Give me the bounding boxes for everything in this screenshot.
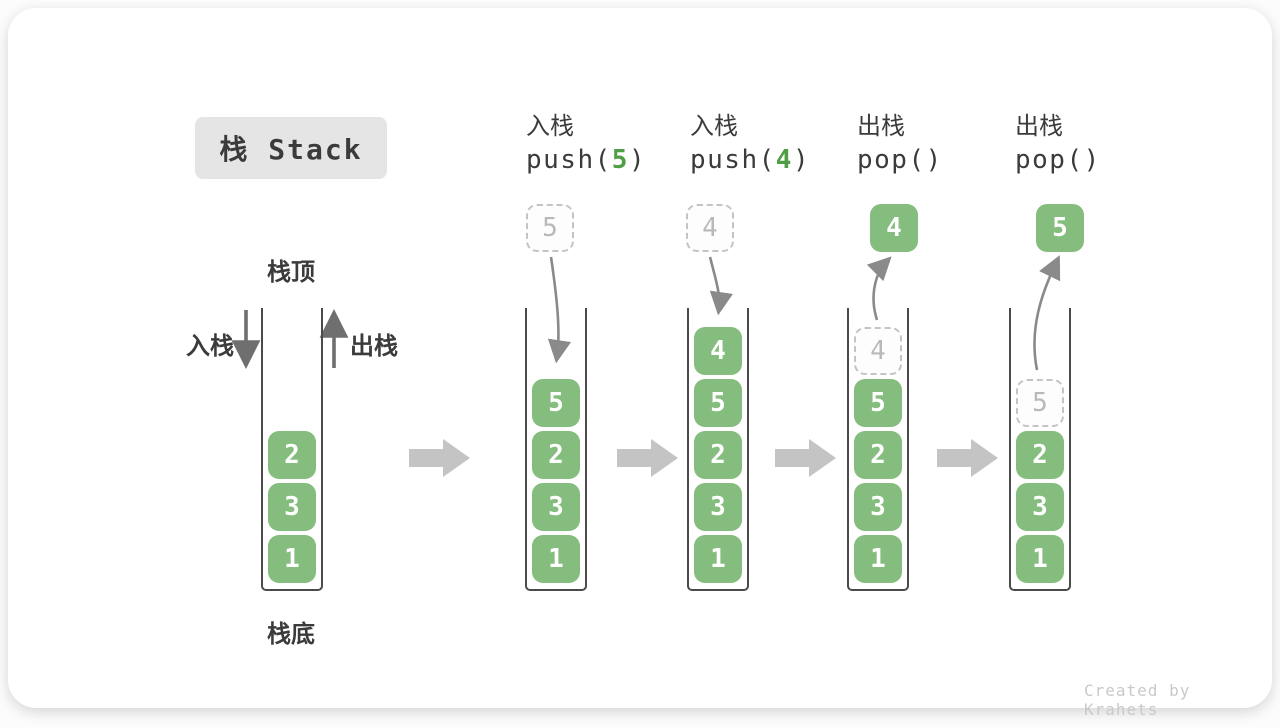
stack-element-box: 3 — [532, 483, 580, 531]
stack-element-box: 2 — [268, 431, 316, 479]
stack-element-box: 1 — [268, 535, 316, 583]
push-4-arrow — [708, 256, 733, 316]
stack-container — [687, 308, 749, 591]
operation-label: 出栈 — [857, 112, 905, 140]
title-badge: 栈 Stack — [195, 117, 387, 179]
stack-element-box: 2 — [854, 431, 902, 479]
code-pre: pop() — [1015, 145, 1101, 175]
stack-element-box: 1 — [694, 535, 742, 583]
stack-element-box: 2 — [694, 431, 742, 479]
code-post: ) — [628, 145, 647, 175]
stack-element-box: 1 — [1016, 535, 1064, 583]
stack-element-box: 5 — [532, 379, 580, 427]
stack-element-box: 2 — [1016, 431, 1064, 479]
stack-element-box: 5 — [694, 379, 742, 427]
flow-arrow — [775, 439, 836, 477]
flow-arrow-head — [443, 439, 470, 477]
stack-element-box: 3 — [268, 483, 316, 531]
operation-code: pop() — [1015, 144, 1101, 176]
flow-arrow — [937, 439, 998, 477]
code-pre: pop() — [857, 145, 943, 175]
popped-ghost-box: 5 — [1016, 379, 1064, 427]
flow-arrow-shaft — [775, 449, 809, 467]
step-header-push-5: 入栈 push(5) — [526, 111, 646, 176]
stack-element-box: 3 — [694, 483, 742, 531]
operation-code: push(4) — [690, 144, 810, 176]
floating-element-box: 5 — [1036, 204, 1084, 252]
step-header-push-4: 入栈 push(4) — [690, 111, 810, 176]
flow-arrow-shaft — [617, 449, 651, 467]
flow-arrow — [617, 439, 678, 477]
code-pre: push( — [526, 145, 612, 175]
stack-element-box: 5 — [854, 379, 902, 427]
stack-container — [261, 308, 323, 591]
code-post: ) — [792, 145, 811, 175]
code-arg: 4 — [775, 145, 793, 175]
flow-arrow-head — [971, 439, 998, 477]
flow-arrow — [409, 439, 470, 477]
stack-element-box: 3 — [854, 483, 902, 531]
stack-element-box: 4 — [694, 327, 742, 375]
operation-code: push(5) — [526, 144, 646, 176]
step-header-pop-5: 出栈 pop() — [1015, 111, 1101, 176]
watermark-credit: Created by Krahets — [1084, 681, 1191, 719]
flow-arrow-shaft — [409, 449, 443, 467]
popped-ghost-box: 4 — [854, 327, 902, 375]
operation-label: 出栈 — [1015, 112, 1063, 140]
flow-arrow-shaft — [937, 449, 971, 467]
stack-element-box: 1 — [854, 535, 902, 583]
stack-container — [525, 308, 587, 591]
stack-element-box: 1 — [532, 535, 580, 583]
floating-element-box: 5 — [526, 204, 574, 252]
stack-element-box: 3 — [1016, 483, 1064, 531]
stack-bottom-label: 栈底 — [267, 620, 315, 648]
floating-element-box: 4 — [686, 204, 734, 252]
stack-top-label: 栈顶 — [267, 258, 315, 286]
code-arg: 5 — [611, 145, 629, 175]
flow-arrow-head — [651, 439, 678, 477]
operation-label: 入栈 — [526, 112, 574, 140]
operation-code: pop() — [857, 144, 943, 176]
operation-label: 入栈 — [690, 112, 738, 140]
stack-container — [847, 308, 909, 591]
floating-element-box: 4 — [870, 204, 918, 252]
stack-element-box: 2 — [532, 431, 580, 479]
pop-side-label: 出栈 — [350, 332, 398, 360]
flow-arrow-head — [809, 439, 836, 477]
step-header-pop-4: 出栈 pop() — [857, 111, 943, 176]
push-side-label: 入栈 — [186, 332, 234, 360]
code-pre: push( — [690, 145, 776, 175]
stack-container — [1009, 308, 1071, 591]
